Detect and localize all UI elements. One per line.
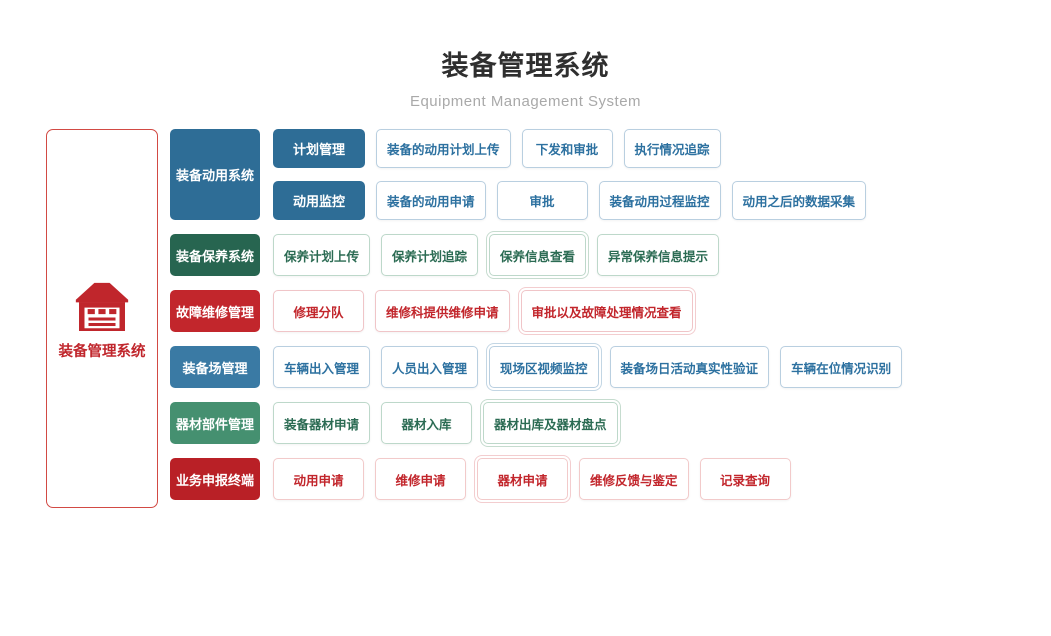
leaves-row: 装备的动用申请审批装备动用过程监控动用之后的数据采集 [376, 181, 867, 220]
leaf-box: 审批 [496, 181, 588, 220]
section-body: 计划管理装备的动用计划上传下发和审批执行情况追踪动用监控装备的动用申请审批装备动… [273, 129, 867, 220]
leaf-box: 装备器材申请 [273, 402, 371, 444]
leaves-row: 车辆出入管理人员出入管理现场区视频监控装备场日活动真实性验证车辆在位情况识别 [273, 346, 903, 388]
section-1: 装备动用系统计划管理装备的动用计划上传下发和审批执行情况追踪动用监控装备的动用申… [170, 129, 902, 220]
leaf-box: 车辆在位情况识别 [780, 346, 903, 388]
leaf-box: 装备动用过程监控 [598, 181, 721, 220]
leaf-box: 装备场日活动真实性验证 [609, 346, 770, 388]
diagram: 装备管理系统 装备动用系统计划管理装备的动用计划上传下发和审批执行情况追踪动用监… [46, 129, 903, 508]
root-panel: 装备管理系统 [46, 129, 158, 508]
leaves-row: 动用申请维修申请器材申请维修反馈与鉴定记录查询 [273, 458, 791, 500]
group-row: 动用监控装备的动用申请审批装备动用过程监控动用之后的数据采集 [273, 181, 867, 220]
subcategory-box: 计划管理 [273, 129, 365, 168]
page-subtitle: Equipment Management System [409, 93, 642, 110]
section-5: 器材部件管理装备器材申请器材入库器材出库及器材盘点 [170, 402, 902, 444]
leaf-box: 器材入库 [381, 402, 473, 444]
section-body: 装备器材申请器材入库器材出库及器材盘点 [273, 402, 618, 444]
category-box: 故障维修管理 [170, 290, 260, 332]
leaf-box: 保养计划追踪 [381, 234, 479, 276]
section-body: 修理分队维修科提供维修申请审批以及故障处理情况查看 [273, 290, 693, 332]
leaf-box: 记录查询 [699, 458, 791, 500]
leaf-box: 执行情况追踪 [623, 129, 721, 168]
category-box: 装备保养系统 [170, 234, 260, 276]
leaf-box: 装备的动用计划上传 [376, 129, 511, 168]
page-title: 装备管理系统 [441, 51, 610, 81]
leaf-box: 车辆出入管理 [273, 346, 371, 388]
leaf-box: 下发和审批 [521, 129, 613, 168]
leaf-box: 维修反馈与鉴定 [579, 458, 689, 500]
section-body: 保养计划上传保养计划追踪保养信息查看异常保养信息提示 [273, 234, 720, 276]
garage-icon [75, 282, 129, 331]
leaf-box: 动用之后的数据采集 [731, 181, 867, 220]
leaf-box: 异常保养信息提示 [597, 234, 720, 276]
leaf-box: 现场区视频监控 [489, 346, 599, 388]
category-box: 业务申报终端 [170, 458, 260, 500]
section-3: 故障维修管理修理分队维修科提供维修申请审批以及故障处理情况查看 [170, 290, 902, 332]
leaf-box: 审批以及故障处理情况查看 [520, 290, 693, 332]
sections: 装备动用系统计划管理装备的动用计划上传下发和审批执行情况追踪动用监控装备的动用申… [170, 129, 903, 508]
leaf-box: 保养信息查看 [489, 234, 587, 276]
leaves-row: 装备器材申请器材入库器材出库及器材盘点 [273, 402, 618, 444]
leaf-box: 保养计划上传 [273, 234, 371, 276]
leaf-box: 装备的动用申请 [376, 181, 486, 220]
root-label: 装备管理系统 [58, 343, 146, 360]
group-row: 计划管理装备的动用计划上传下发和审批执行情况追踪 [273, 129, 866, 168]
leaves-row: 装备的动用计划上传下发和审批执行情况追踪 [376, 129, 721, 168]
leaf-box: 人员出入管理 [381, 346, 479, 388]
section-6: 业务申报终端动用申请维修申请器材申请维修反馈与鉴定记录查询 [170, 458, 902, 500]
category-box: 装备动用系统 [170, 129, 260, 220]
leaf-box: 维修申请 [375, 458, 466, 500]
leaves-row: 修理分队维修科提供维修申请审批以及故障处理情况查看 [273, 290, 693, 332]
category-box: 装备场管理 [170, 346, 260, 388]
leaf-box: 维修科提供维修申请 [375, 290, 510, 332]
section-2: 装备保养系统保养计划上传保养计划追踪保养信息查看异常保养信息提示 [170, 234, 902, 276]
section-4: 装备场管理车辆出入管理人员出入管理现场区视频监控装备场日活动真实性验证车辆在位情… [170, 346, 903, 388]
page-header: 装备管理系统 Equipment Management System [0, 0, 1051, 110]
leaf-box: 动用申请 [273, 458, 364, 500]
section-body: 车辆出入管理人员出入管理现场区视频监控装备场日活动真实性验证车辆在位情况识别 [273, 346, 903, 388]
subcategory-box: 动用监控 [273, 181, 365, 220]
leaves-row: 保养计划上传保养计划追踪保养信息查看异常保养信息提示 [273, 234, 720, 276]
section-body: 动用申请维修申请器材申请维修反馈与鉴定记录查询 [273, 458, 791, 500]
leaf-box: 器材申请 [477, 458, 568, 500]
category-box: 器材部件管理 [170, 402, 260, 444]
leaf-box: 器材出库及器材盘点 [483, 402, 618, 444]
leaf-box: 修理分队 [273, 290, 364, 332]
